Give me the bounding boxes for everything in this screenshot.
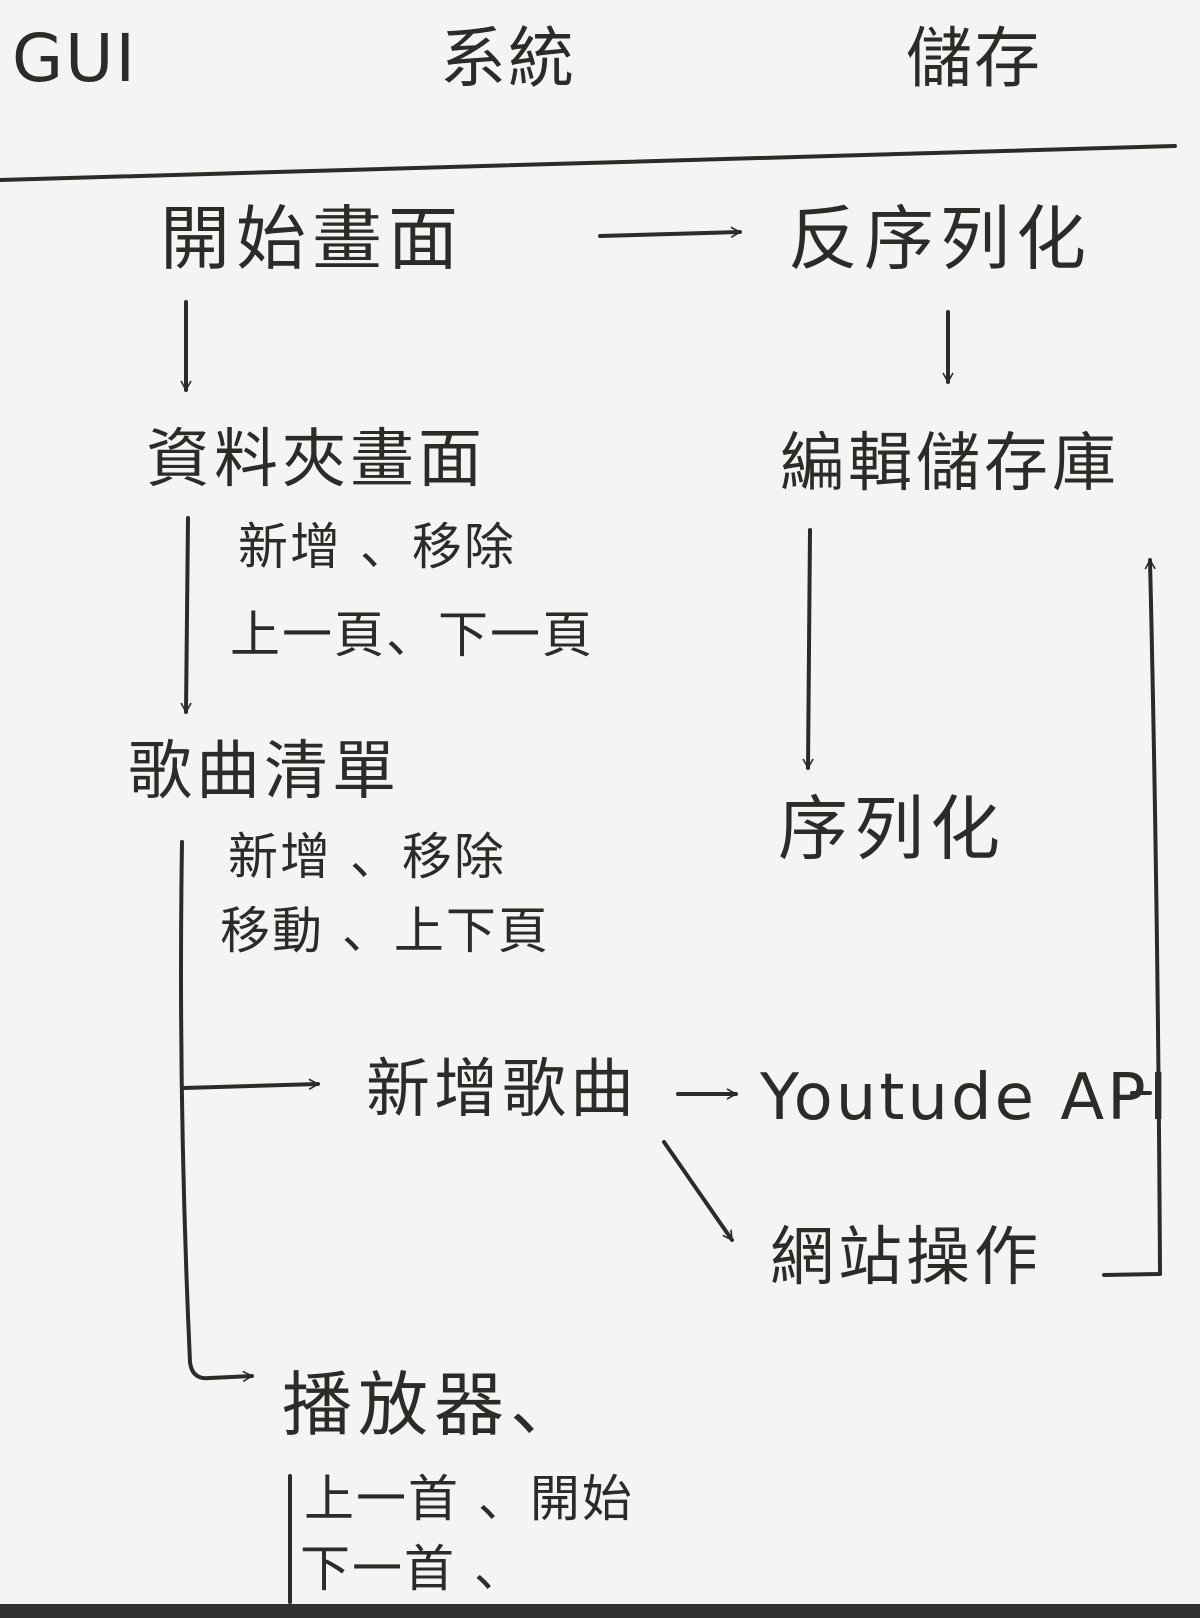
note-folder-actions-1: 新增 、移除 <box>238 518 516 576</box>
songlist-branch-line <box>179 840 254 1383</box>
return-line-to-edit <box>1102 558 1162 1277</box>
arrow-songlist-to-addsong <box>182 1078 320 1090</box>
node-song-list: 歌曲清單 <box>128 735 400 809</box>
node-start-screen: 開始畫面 <box>160 198 464 280</box>
header-gui: GUI <box>12 20 137 97</box>
header-system: 系統 <box>440 20 576 97</box>
arrow-start-to-deserialize <box>598 226 742 238</box>
arrow-folder-to-songlist <box>180 516 192 714</box>
node-folder-screen: 資料夾畫面 <box>146 423 486 497</box>
arrow-edit-to-serialize <box>802 528 814 770</box>
node-web-operation: 網站操作 <box>770 1221 1042 1295</box>
bottom-bar <box>0 1604 1200 1618</box>
node-add-song: 新增歌曲 <box>366 1053 638 1127</box>
node-player: 播放器、 <box>282 1364 586 1446</box>
node-edit-repository: 編輯儲存庫 <box>780 427 1120 501</box>
node-deserialize: 反序列化 <box>788 198 1092 280</box>
node-serialize: 序列化 <box>778 788 1006 870</box>
note-song-actions-2: 移動 、上下頁 <box>220 902 550 960</box>
header-storage: 儲存 <box>906 20 1042 97</box>
note-folder-actions-2: 上一頁、下一頁 <box>230 606 594 664</box>
note-song-actions-1: 新增 、移除 <box>228 828 506 886</box>
header-divider <box>0 144 1177 182</box>
arrow-addsong-to-web <box>662 1140 734 1242</box>
note-player-actions-1: 上一首 、開始 <box>304 1470 634 1528</box>
node-youtube-api: Youtude API <box>760 1061 1171 1135</box>
note-player-actions-2: 下一首 、 <box>300 1540 526 1598</box>
